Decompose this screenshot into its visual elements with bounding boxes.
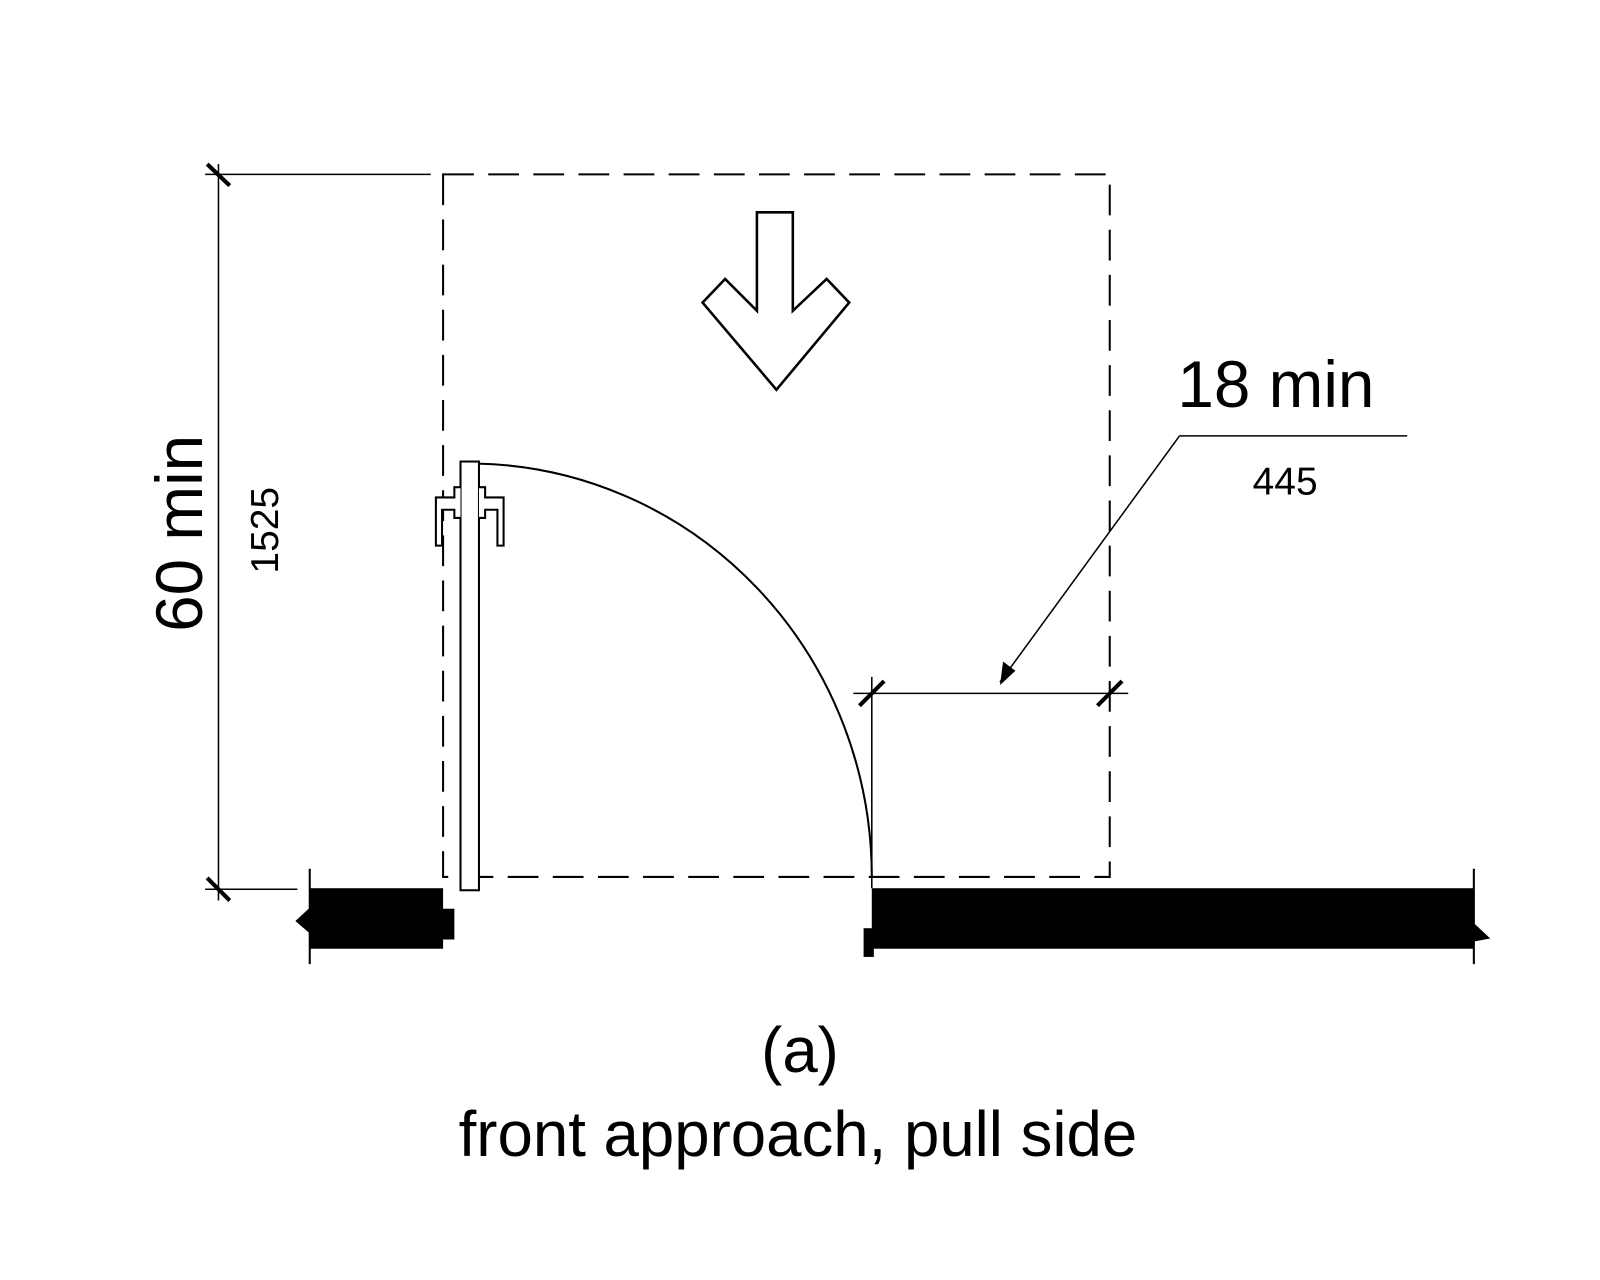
caption-letter: (a) (761, 1015, 839, 1086)
clearance-area (442, 173, 1111, 878)
latch-side-dimension-label: 18 min (1177, 348, 1374, 421)
depth-dimension (205, 162, 431, 902)
left-wall (295, 868, 455, 965)
depth-dimension-label: 60 min (143, 435, 216, 632)
latch-side-dimension (853, 435, 1408, 889)
caption-text: front approach, pull side (459, 1099, 1138, 1170)
latch-side-dimension-metric: 445 (1253, 460, 1318, 503)
depth-dimension-metric: 1525 (244, 487, 287, 574)
door-swing-arc (477, 462, 873, 877)
door-handle-icon (434, 486, 505, 547)
right-wall (863, 868, 1491, 965)
approach-arrow-icon (700, 211, 851, 392)
door-leaf (459, 460, 480, 892)
